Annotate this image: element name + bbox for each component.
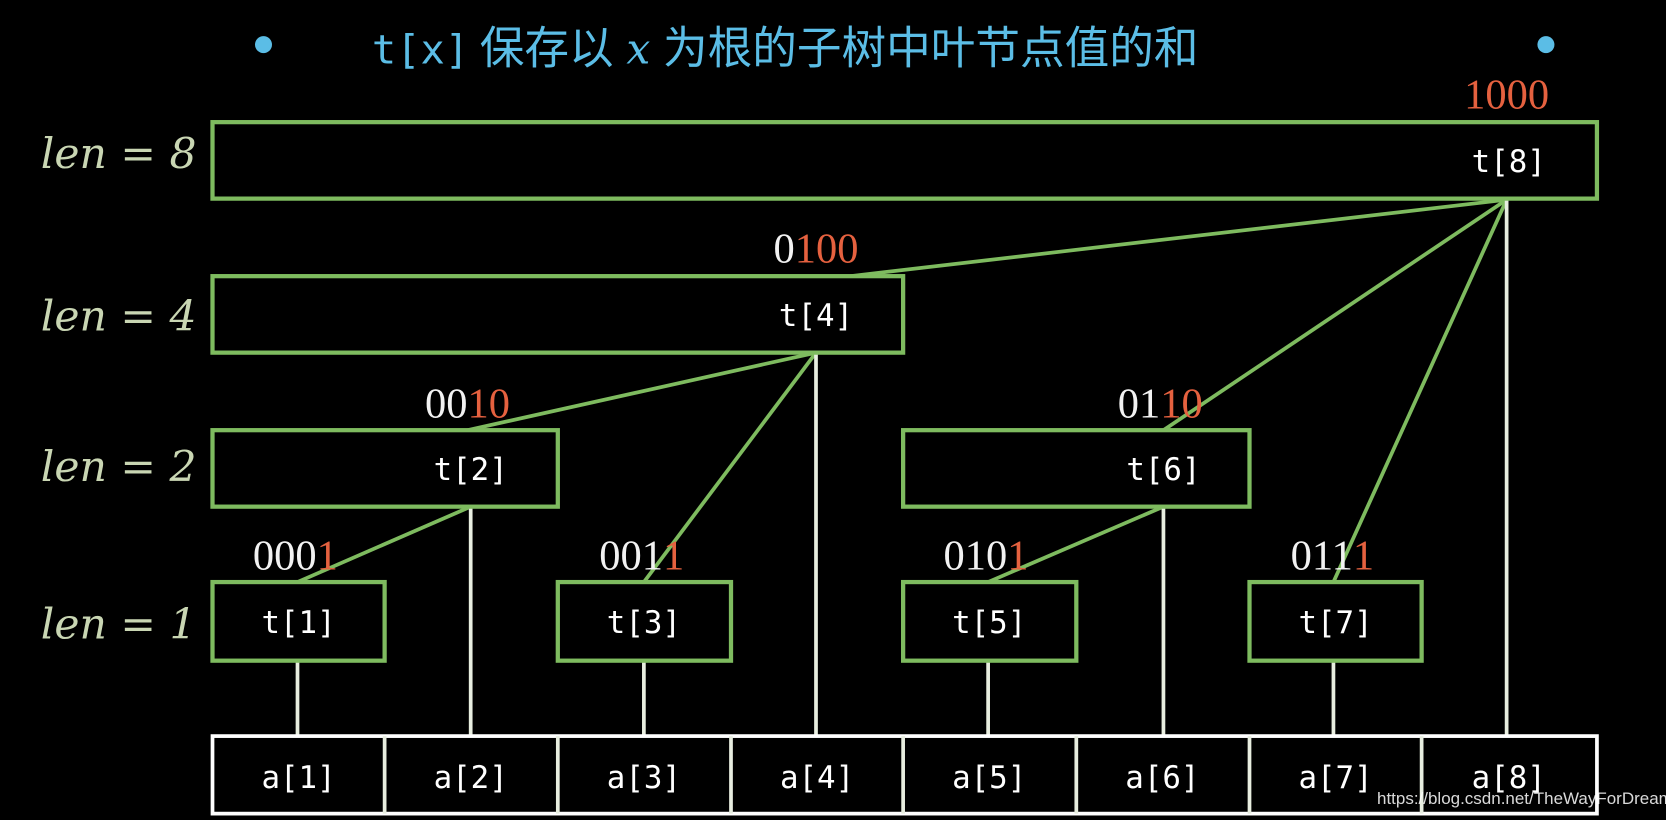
node-label: t[4] bbox=[779, 298, 853, 334]
edges bbox=[295, 197, 1509, 737]
array-cell: a[4] bbox=[780, 760, 854, 796]
node-t7: t[7] 0111 bbox=[1247, 532, 1424, 663]
array-row: a[1] a[2] a[3] a[4] a[5] a[6] a[7] a[8] bbox=[210, 734, 1599, 816]
level-label: len = 8 bbox=[41, 130, 197, 179]
node-t8: t[8] 1000 bbox=[210, 71, 1600, 201]
node-t3: t[3] 0011 bbox=[555, 532, 734, 663]
node-bits: 0111 bbox=[1291, 532, 1374, 579]
level-labels: len = 8 len = 4 len = 2 len = 1 bbox=[41, 130, 197, 650]
node-bits: 1000 bbox=[1464, 71, 1549, 118]
array-cell: a[3] bbox=[607, 760, 681, 796]
array-cell: a[1] bbox=[261, 760, 335, 796]
node-t6: t[6] 0110 bbox=[901, 380, 1252, 509]
node-bits: 0001 bbox=[253, 532, 338, 579]
array-cell: a[6] bbox=[1125, 760, 1199, 796]
node-bits: 0010 bbox=[425, 380, 510, 427]
node-t2: t[2] 0010 bbox=[210, 380, 560, 509]
node-t5: t[5] 0101 bbox=[901, 532, 1079, 663]
array-cell: a[7] bbox=[1298, 760, 1372, 796]
node-label: t[5] bbox=[952, 605, 1026, 641]
node-label: t[7] bbox=[1298, 605, 1372, 641]
array-cell: a[2] bbox=[434, 760, 508, 796]
node-bits: 0101 bbox=[944, 532, 1029, 579]
array-cell: a[5] bbox=[952, 760, 1026, 796]
level-label: len = 2 bbox=[41, 443, 197, 492]
node-bits: 0011 bbox=[599, 532, 684, 579]
level-label: len = 4 bbox=[41, 292, 197, 341]
node-label: t[3] bbox=[607, 605, 681, 641]
level-label: len = 1 bbox=[41, 600, 197, 649]
node-t4: t[4] 0100 bbox=[210, 225, 906, 355]
node-label: t[8] bbox=[1472, 144, 1546, 180]
node-t1: t[1] 0001 bbox=[210, 532, 387, 663]
bullet-icon bbox=[1537, 36, 1555, 54]
watermark: https://blog.csdn.net/TheWayForDream bbox=[1377, 789, 1666, 808]
node-bits: 0110 bbox=[1118, 380, 1203, 427]
node-label: t[2] bbox=[434, 452, 508, 488]
node-label: t[6] bbox=[1126, 452, 1200, 488]
node-bits: 0100 bbox=[774, 225, 859, 272]
array-cell: a[8] bbox=[1472, 760, 1546, 796]
bullet-icon bbox=[255, 36, 272, 54]
node-label: t[1] bbox=[261, 605, 335, 641]
